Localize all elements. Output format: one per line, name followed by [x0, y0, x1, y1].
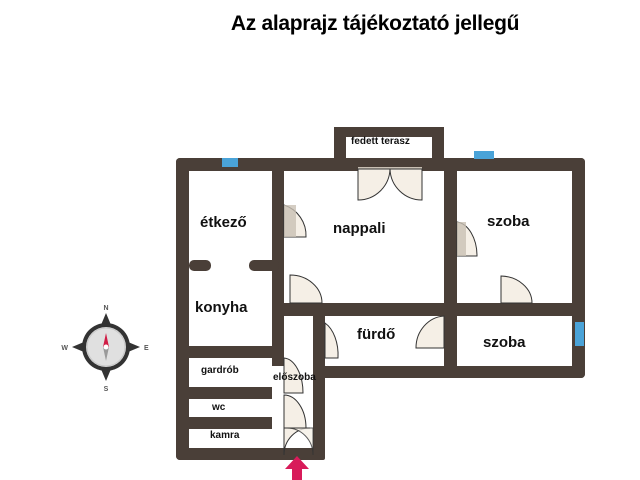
- room-label-furdo: fürdő: [357, 326, 395, 343]
- compass-icon: N S E W: [61, 305, 149, 393]
- room-label-nappali: nappali: [333, 220, 386, 237]
- room-label-fedett-terasz: fedett terasz: [351, 136, 410, 147]
- room-label-konyha: konyha: [195, 299, 248, 316]
- compass-south-label: S: [104, 386, 109, 393]
- room-label-eloszoba: előszoba: [273, 372, 316, 383]
- compass-east-label: E: [144, 345, 149, 352]
- window-right: [575, 322, 584, 346]
- room-label-etkezo: étkező: [200, 214, 247, 231]
- window-top-left: [222, 158, 238, 167]
- doors: [283, 167, 533, 456]
- compass-west-label: W: [61, 345, 68, 352]
- entrance-arrow-icon: [285, 456, 309, 480]
- compass-north-label: N: [103, 305, 108, 312]
- window-top-right: [474, 151, 494, 159]
- room-label-wc: wc: [211, 402, 226, 413]
- room-label-gardrob: gardrób: [201, 365, 239, 376]
- room-label-szoba-2: szoba: [483, 334, 526, 351]
- page-title: Az alaprajz tájékoztató jellegű: [230, 12, 520, 35]
- room-labels: étkező nappali szoba konyha fürdő szoba …: [195, 136, 530, 441]
- windows: [222, 151, 584, 346]
- room-label-szoba-1: szoba: [487, 213, 530, 230]
- room-label-kamra: kamra: [210, 430, 240, 441]
